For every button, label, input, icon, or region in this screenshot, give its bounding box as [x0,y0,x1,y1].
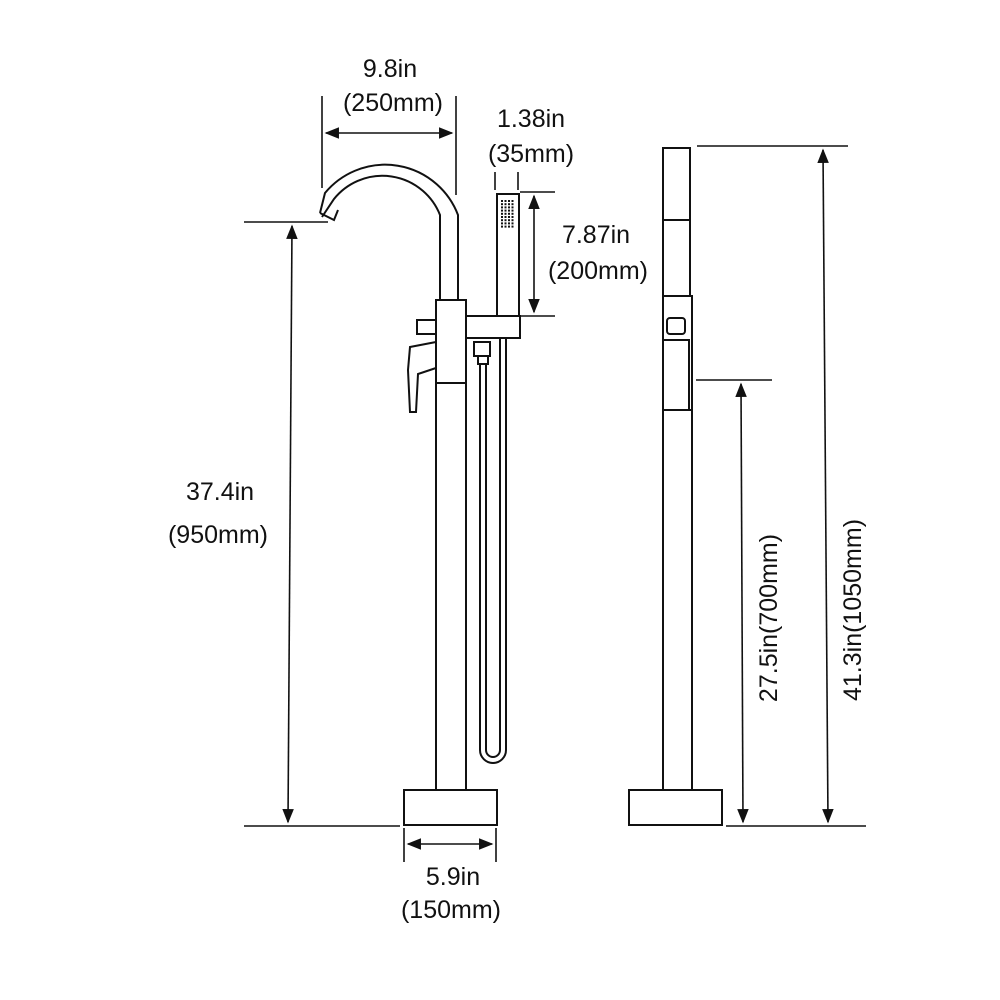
spray-dot [504,209,507,212]
side-handle-height-label: 27.5in(700mm) [755,534,783,702]
spray-dot [501,222,503,225]
spray-dot [501,225,503,228]
spray-dot [508,206,510,209]
front-hose-connector [473,341,491,357]
spout-reach-metric: (250mm) [343,89,443,117]
side-button [666,317,686,335]
spray-dot [504,206,507,209]
spray-dot [504,219,507,222]
spray-dot [501,209,503,212]
dimension-side-total-height: 41.3in(1050mm) [697,145,867,827]
spray-dot [511,203,514,206]
spray-dot [511,216,514,218]
front-lever-handle [406,340,437,413]
spray-dot [511,206,514,209]
spray-dot [508,212,510,215]
side-upper-pipe [662,147,691,297]
spray-dot [504,225,507,228]
spray-dot [508,209,510,212]
front-spout-nozzle [319,209,339,222]
dimension-side-handle-height: 27.5in(700mm) [696,379,783,824]
dimension-handshower-length: 7.87in (200mm) [520,191,648,317]
spout-reach-imperial: 9.8in [363,55,417,83]
front-spout-inner [319,163,459,300]
handshower-length-imperial: 7.87in [562,221,630,249]
spray-dot [501,200,503,202]
front-view [319,163,521,826]
spout-height-imperial: 37.4in [186,478,254,506]
front-base [403,789,498,826]
side-total-height-label: 41.3in(1050mm) [839,519,867,701]
spray-dot [511,212,514,215]
front-main-pipe [435,382,467,791]
spray-dot [508,222,510,225]
side-main-pipe [662,409,693,791]
spray-dot [511,219,514,222]
handshower-width-imperial: 1.38in [497,105,565,133]
spray-dot [511,209,514,212]
front-holder-bar [465,315,521,339]
front-hose [479,338,507,764]
front-spout [321,174,441,300]
spray-dot [511,200,514,202]
spray-dot [501,203,503,206]
front-handle-stem [416,319,437,335]
spray-dot [504,222,507,225]
spray-dot [508,225,510,228]
spray-dot [501,216,503,218]
spray-dot [504,203,507,206]
front-handshower [496,193,520,317]
front-hose-nut [477,355,489,365]
dimension-base-width: 5.9in (150mm) [401,828,501,924]
handshower-width-metric: (35mm) [488,140,574,168]
spray-dot [511,222,514,225]
spray-dot [501,219,503,222]
spray-dot [508,203,510,206]
spray-dot [508,200,510,202]
dimension-spout-height: 37.4in (950mm) [168,221,400,827]
spray-dot [504,216,507,218]
handshower-spray-face [501,200,514,228]
spout-height-metric: (950mm) [168,521,268,549]
front-valve-body [435,299,467,384]
dimension-handshower-width: 1.38in (35mm) [488,105,574,190]
spray-dot [501,212,503,215]
spray-dot [511,225,514,228]
dimension-spout-reach: 9.8in (250mm) [321,55,457,195]
side-lever-handle [662,339,690,411]
spray-dot [504,212,507,215]
spray-dot [504,200,507,202]
front-hose-inner [485,338,501,758]
spray-dot [501,206,503,209]
spray-dot [508,219,510,222]
base-width-imperial: 5.9in [426,863,480,891]
side-base [628,789,723,826]
spray-dot [508,216,510,218]
base-width-metric: (150mm) [401,896,501,924]
side-view [628,147,723,826]
handshower-length-metric: (200mm) [548,257,648,285]
